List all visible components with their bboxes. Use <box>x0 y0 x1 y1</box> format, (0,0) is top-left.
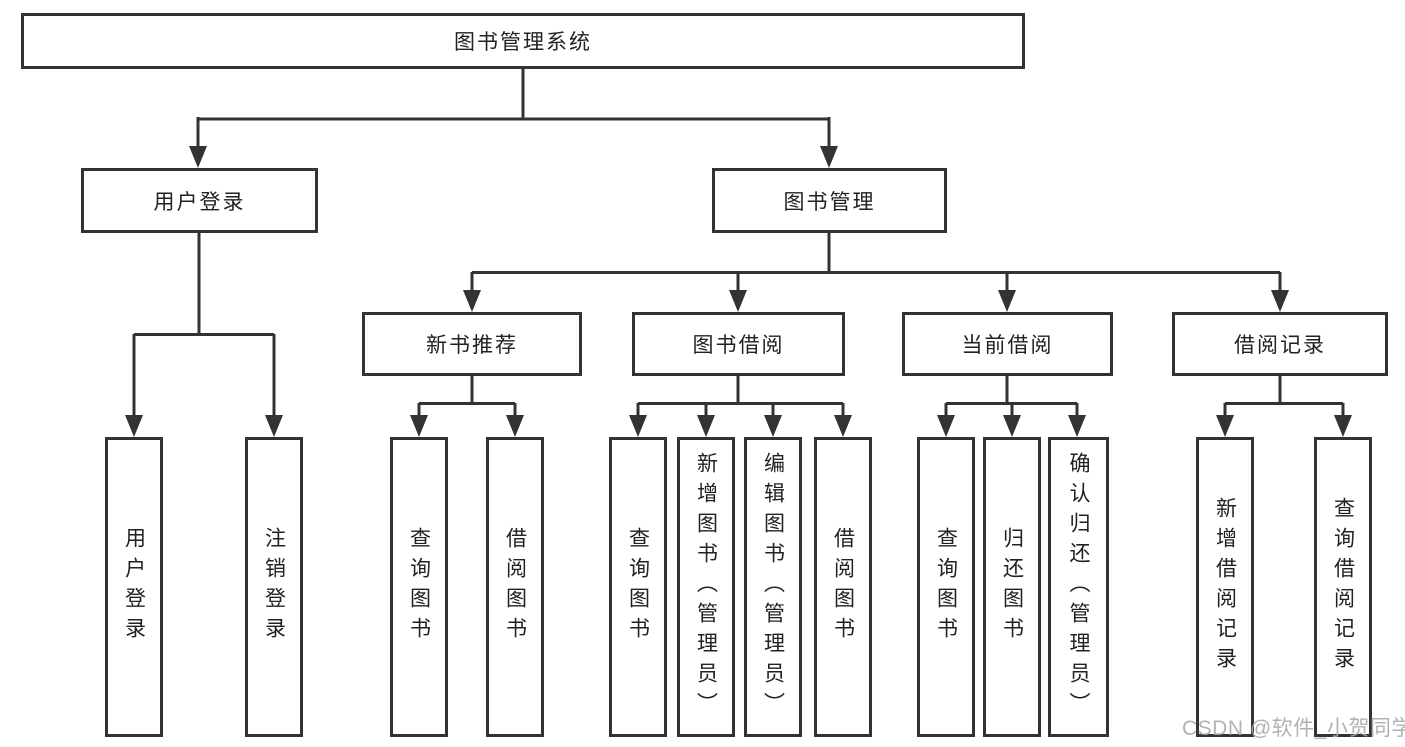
node-logout-action-label: 注销登录 <box>262 527 286 647</box>
arrow-down-icon <box>764 415 782 437</box>
arrow-down-icon <box>506 415 524 437</box>
arrow-down-icon <box>834 415 852 437</box>
arrow-down-icon <box>1068 415 1086 437</box>
connector-borrow-records-children <box>1216 376 1352 437</box>
node-query-books-2: 查询图书 <box>609 437 667 737</box>
node-new-book-recommend-label: 新书推荐 <box>426 334 518 357</box>
node-edit-book-admin-label: 编辑图书（管理员） <box>761 452 785 722</box>
node-borrow-records-label: 借阅记录 <box>1234 334 1326 357</box>
node-new-book-recommend: 新书推荐 <box>362 312 582 376</box>
node-return-book: 归还图书 <box>983 437 1041 737</box>
node-add-book-admin: 新增图书（管理员） <box>677 437 735 737</box>
watermark: CSDN @软件_小贺同学 <box>1182 717 1405 740</box>
arrow-down-icon <box>998 290 1016 312</box>
node-book-borrow-label: 图书借阅 <box>692 334 785 357</box>
connector-root-to-level2 <box>189 69 838 168</box>
node-add-borrow-record: 新增借阅记录 <box>1196 437 1254 737</box>
node-user-login: 用户登录 <box>81 168 318 233</box>
node-borrow-books-1: 借阅图书 <box>486 437 544 737</box>
node-borrow-books-2: 借阅图书 <box>814 437 872 737</box>
arrow-down-icon <box>629 415 647 437</box>
arrow-down-icon <box>937 415 955 437</box>
node-borrow-records: 借阅记录 <box>1172 312 1388 376</box>
node-book-borrow: 图书借阅 <box>632 312 845 376</box>
arrow-down-icon <box>1334 415 1352 437</box>
node-book-mgmt: 图书管理 <box>712 168 947 233</box>
connector-current-borrow-children <box>937 376 1086 437</box>
node-add-book-admin-label: 新增图书（管理员） <box>694 452 718 722</box>
arrow-down-icon <box>125 415 143 437</box>
node-query-books-2-label: 查询图书 <box>626 527 650 647</box>
node-return-book-label: 归还图书 <box>1000 527 1024 647</box>
node-user-login-action-label: 用户登录 <box>122 527 146 647</box>
arrow-down-icon <box>410 415 428 437</box>
arrow-down-icon <box>1216 415 1234 437</box>
connector-new-book-children <box>410 376 524 437</box>
node-logout-action: 注销登录 <box>245 437 303 737</box>
node-user-login-label: 用户登录 <box>153 190 246 214</box>
arrow-down-icon <box>820 146 838 168</box>
node-current-borrow-label: 当前借阅 <box>961 334 1054 357</box>
node-edit-book-admin: 编辑图书（管理员） <box>744 437 802 737</box>
node-borrow-books-2-label: 借阅图书 <box>831 527 855 647</box>
node-query-books-1: 查询图书 <box>390 437 448 737</box>
arrow-down-icon <box>1271 290 1289 312</box>
node-book-mgmt-label: 图书管理 <box>783 190 876 214</box>
node-confirm-return-admin: 确认归还（管理员） <box>1048 437 1109 737</box>
node-root-label: 图书管理系统 <box>454 31 592 54</box>
arrow-down-icon <box>265 415 283 437</box>
node-query-borrow-record-label: 查询借阅记录 <box>1331 497 1355 677</box>
node-query-books-3-label: 查询图书 <box>934 527 958 647</box>
node-query-books-1-label: 查询图书 <box>407 527 431 647</box>
arrow-down-icon <box>729 290 747 312</box>
arrow-down-icon <box>189 146 207 168</box>
arrow-down-icon <box>463 290 481 312</box>
node-confirm-return-admin-label: 确认归还（管理员） <box>1067 452 1090 722</box>
node-current-borrow: 当前借阅 <box>902 312 1113 376</box>
connector-book-mgmt-children <box>463 233 1289 312</box>
connector-user-login-children <box>125 233 283 437</box>
arrow-down-icon <box>697 415 715 437</box>
arrow-down-icon <box>1003 415 1021 437</box>
node-borrow-books-1-label: 借阅图书 <box>503 527 527 647</box>
node-add-borrow-record-label: 新增借阅记录 <box>1213 497 1237 677</box>
node-query-books-3: 查询图书 <box>917 437 975 737</box>
connector-book-borrow-children <box>629 376 852 437</box>
node-user-login-action: 用户登录 <box>105 437 163 737</box>
node-root: 图书管理系统 <box>21 13 1025 69</box>
node-query-borrow-record: 查询借阅记录 <box>1314 437 1372 737</box>
